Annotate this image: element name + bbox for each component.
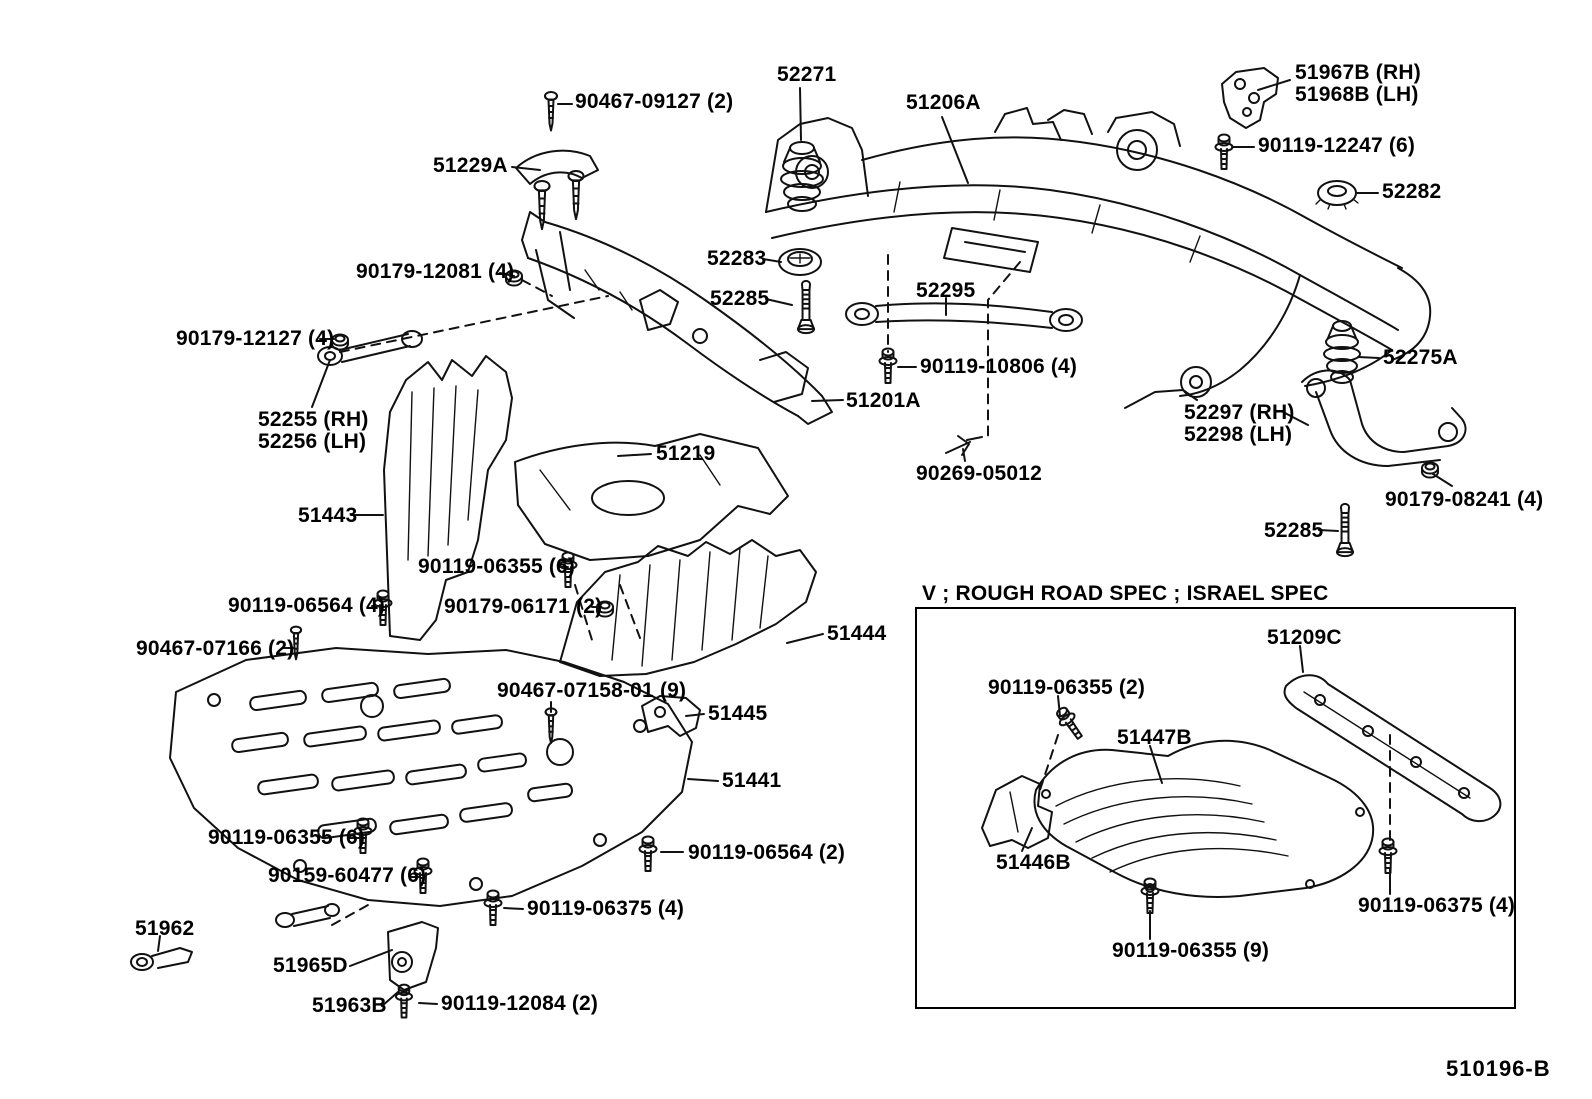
part-label: 90179-08241 (4) [1385, 488, 1544, 511]
part-label: 90119-06375 (4) [527, 897, 685, 920]
part-label: 90119-06355 (2) [988, 676, 1146, 699]
hook-51962-drawing [131, 948, 192, 970]
cover-51443-drawing [384, 356, 512, 640]
leader-lines [158, 80, 1452, 1006]
bump-stop-52271-drawing [781, 142, 823, 211]
part-label: 51201A [846, 389, 921, 412]
part-label: 90119-06564 (2) [688, 841, 846, 864]
part-label: 52255 (RH) [258, 408, 369, 431]
front-crossmember-drawing [522, 212, 832, 424]
clip-90269-drawing [946, 436, 982, 455]
part-label: 51444 [827, 622, 887, 645]
part-label: 90119-06355 (6) [418, 555, 576, 578]
link-52295-drawing [846, 303, 1082, 331]
part-label: 51441 [722, 769, 782, 792]
part-label: 90119-06355 (9) [1112, 939, 1270, 962]
bar-51209C-drawing [1284, 675, 1500, 821]
stay-rod-drawing [318, 331, 422, 365]
part-label: 90269-05012 [916, 462, 1042, 485]
part-label: 90159-60477 (6) [268, 864, 427, 887]
bump-stop-52275A-drawing [1324, 321, 1360, 383]
part-label: 90119-12247 (6) [1258, 134, 1416, 157]
part-label: 90179-06171 (2) [444, 595, 603, 618]
part-label: 90467-07166 (2) [136, 637, 295, 660]
part-label: 51965D [273, 954, 348, 977]
part-label: 51229A [433, 154, 508, 177]
bracket-51446B-drawing [982, 776, 1052, 848]
part-label: 51443 [298, 504, 358, 527]
part-label: 90467-07158-01 (9) [497, 679, 687, 702]
part-label: 52298 (LH) [1184, 423, 1293, 446]
part-label: 52271 [777, 63, 837, 86]
part-label: 52283 [707, 247, 767, 270]
pin-51965D-drawing [276, 904, 339, 927]
diagram-code: 510196-B [1446, 1056, 1551, 1081]
part-label: 90119-06375 (4) [1358, 894, 1516, 917]
part-label: 51445 [708, 702, 768, 725]
part-label: 90119-12084 (2) [441, 992, 599, 1015]
part-label: 52275A [1383, 346, 1458, 369]
dashed-lines [332, 255, 1390, 925]
part-label: 52282 [1382, 180, 1442, 203]
bracket-51229A-drawing [516, 151, 598, 231]
part-label: 51963B [312, 994, 387, 1017]
part-label: 52285 [1264, 519, 1324, 542]
part-label: 90179-12081 (4) [356, 260, 515, 283]
part-label: 51206A [906, 91, 981, 114]
cover-51447B-drawing [1034, 741, 1373, 897]
part-label: 90119-06355 (6) [208, 826, 366, 849]
cover-51441-drawing [170, 648, 692, 906]
bracket-51967B-drawing [1222, 68, 1278, 128]
part-label: 52295 [916, 279, 976, 302]
part-label: 52297 (RH) [1184, 401, 1295, 424]
part-label: 90179-12127 (4) [176, 327, 335, 350]
part-label: 51967B (RH) [1295, 61, 1421, 84]
part-label: 51209C [1267, 626, 1342, 649]
part-label: 52285 [710, 287, 770, 310]
rough-road-spec-box [915, 607, 1516, 1009]
brace-51219-drawing [515, 434, 788, 560]
part-label: 51968B (LH) [1295, 83, 1419, 106]
part-label: 90119-10806 (4) [920, 355, 1078, 378]
part-label: 51962 [135, 917, 195, 940]
part-label: 90119-06564 (4) [228, 594, 386, 617]
ring-52282-drawing [1316, 181, 1358, 209]
arm-52297-drawing [1302, 370, 1466, 466]
cover-51444-drawing [560, 540, 816, 676]
bracket-51963B-drawing [388, 922, 438, 990]
part-label: 90467-09127 (2) [575, 90, 734, 113]
part-label: 51447B [1117, 726, 1192, 749]
rough-road-spec-title: V ; ROUGH ROAD SPEC ; ISRAEL SPEC [922, 582, 1329, 605]
ring-52283-drawing [779, 249, 821, 275]
rear-crossmember-drawing [766, 108, 1430, 408]
part-label: 52256 (LH) [258, 430, 367, 453]
part-label: 51446B [996, 851, 1071, 874]
part-label: 51219 [656, 442, 716, 465]
bracket-51445-drawing [642, 696, 700, 736]
